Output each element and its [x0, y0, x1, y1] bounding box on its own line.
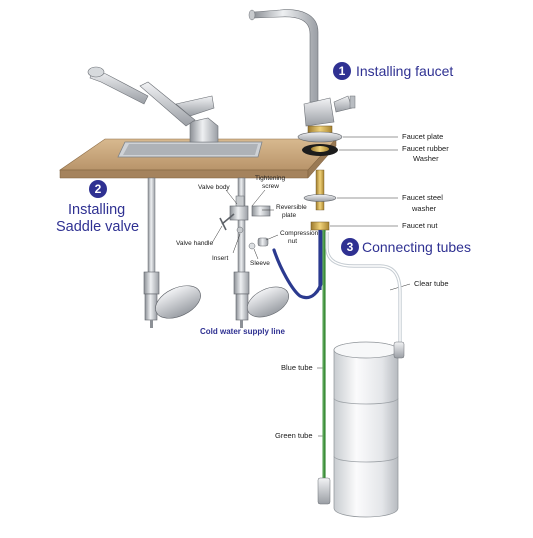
saddle-valve-leaders	[211, 189, 279, 260]
label-compression-nut-1: Compression	[280, 230, 319, 237]
step-2-title-line2: Saddle valve	[56, 219, 140, 235]
label-tightening-screw-2: screw	[262, 183, 279, 190]
faucet-plate-stack	[297, 131, 343, 156]
label-faucet-rubber-washer-2: Washer	[413, 154, 439, 163]
ro-tank	[317, 341, 405, 518]
label-sleeve: Sleeve	[250, 260, 270, 267]
step-1-badge: 1	[333, 62, 351, 80]
step-3-title: Connecting tubes	[362, 239, 471, 255]
label-faucet-steel-washer-1: Faucet steel	[402, 193, 443, 202]
ro-faucet	[248, 9, 356, 135]
label-faucet-rubber-washer-1: Faucet rubber	[402, 144, 449, 153]
faucet-shank	[303, 169, 337, 231]
saddle-valve	[219, 195, 271, 250]
step-3-badge: 3	[341, 238, 359, 256]
label-tightening-screw-1: Tightening	[255, 175, 286, 182]
label-faucet-nut: Faucet nut	[402, 221, 438, 230]
sink-supply-pipes	[143, 177, 289, 328]
faucet-leaders	[317, 136, 411, 437]
label-reversible-plate-1: Reversible	[276, 204, 307, 211]
step-2-badge: 2	[89, 180, 107, 198]
step-2-title-line1: Installing	[68, 202, 126, 218]
label-cold-water-supply-line: Cold water supply line	[200, 327, 285, 336]
step-1-title: Installing faucet	[356, 63, 454, 79]
label-faucet-steel-washer-2: washer	[412, 204, 437, 213]
sink-basin	[117, 141, 263, 158]
label-reversible-plate-2: plate	[282, 212, 297, 219]
label-green-tube: Green tube	[275, 431, 313, 440]
label-insert: Insert	[212, 255, 229, 262]
label-valve-handle: Valve handle	[176, 240, 214, 247]
label-compression-nut-2: nut	[288, 238, 298, 245]
label-faucet-plate: Faucet plate	[402, 132, 444, 141]
label-blue-tube: Blue tube	[281, 363, 313, 372]
sink-faucet	[87, 66, 219, 143]
label-clear-tube: Clear tube	[414, 279, 449, 288]
label-valve-body: Valve body	[198, 184, 230, 191]
